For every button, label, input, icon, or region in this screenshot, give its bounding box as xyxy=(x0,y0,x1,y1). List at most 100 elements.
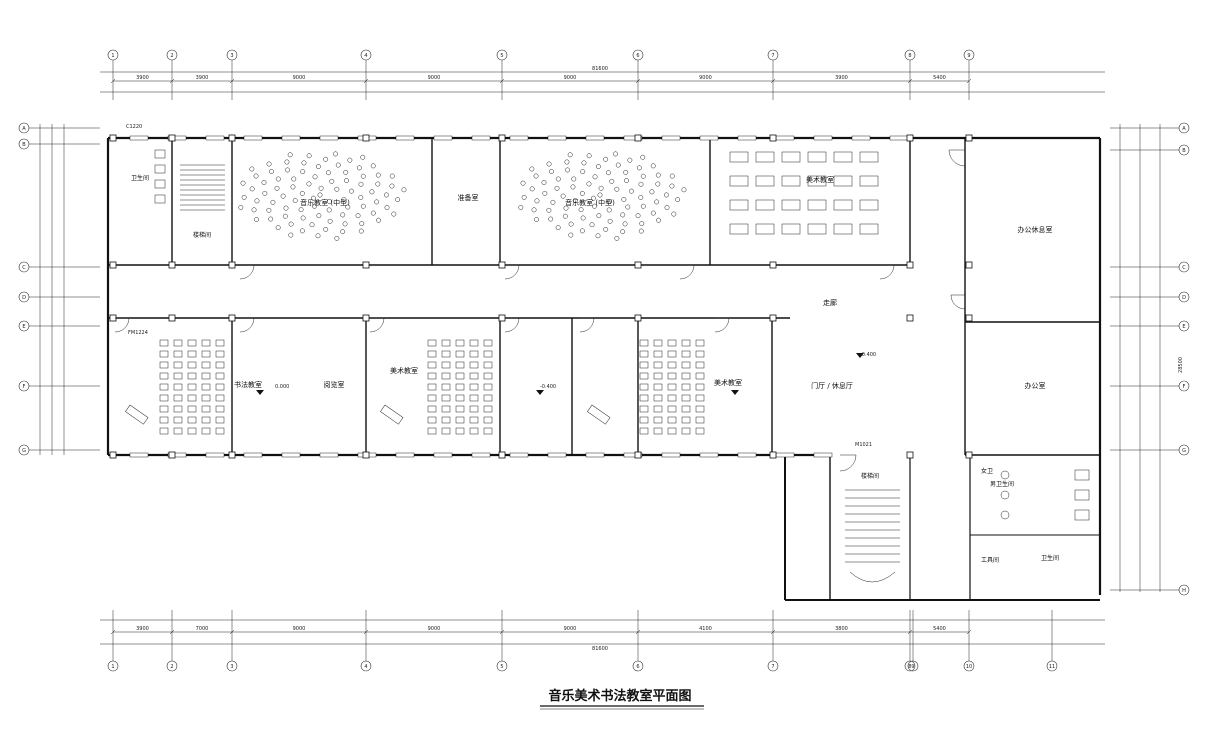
chair xyxy=(274,185,280,191)
desk xyxy=(681,372,691,380)
dim-top-text: 9000 xyxy=(699,75,712,81)
desk xyxy=(215,339,225,347)
chair xyxy=(595,164,601,170)
desk xyxy=(173,339,183,347)
desk xyxy=(483,427,493,435)
chair xyxy=(261,180,267,185)
window xyxy=(471,452,491,458)
window xyxy=(167,135,187,141)
column xyxy=(965,134,973,142)
overall-dim-right: 28500 xyxy=(1178,357,1184,373)
chair xyxy=(340,229,346,235)
desk xyxy=(469,427,479,435)
desk xyxy=(441,394,451,402)
chair xyxy=(606,170,611,176)
column xyxy=(228,314,236,322)
desk xyxy=(201,361,211,369)
desk xyxy=(483,405,493,413)
desk xyxy=(455,427,465,435)
chair xyxy=(571,176,577,182)
window xyxy=(319,135,339,141)
chair xyxy=(623,169,629,175)
desk xyxy=(173,350,183,358)
desk xyxy=(215,350,225,358)
chair xyxy=(625,204,631,210)
desk xyxy=(483,350,493,358)
chair xyxy=(389,183,395,189)
dim-top-tick xyxy=(499,78,505,84)
chair xyxy=(562,213,568,219)
dim-top-text: 3900 xyxy=(136,75,149,81)
window xyxy=(699,135,719,141)
desk xyxy=(187,361,197,369)
chair xyxy=(669,183,675,189)
desk xyxy=(653,427,663,435)
desk xyxy=(639,372,649,380)
window xyxy=(129,452,149,458)
chair xyxy=(344,178,349,184)
room-label-stair-w: 楼梯间 xyxy=(193,231,211,239)
desk xyxy=(427,416,437,424)
column xyxy=(498,261,506,269)
chair xyxy=(340,212,346,218)
chair xyxy=(300,215,306,221)
chair xyxy=(323,226,329,232)
chair xyxy=(266,207,272,213)
desk xyxy=(653,383,663,391)
axis-label-top: 8 xyxy=(908,53,911,59)
chair xyxy=(572,198,578,203)
axis-label-bottom: 9 xyxy=(911,664,914,670)
chair xyxy=(609,178,615,184)
chair xyxy=(270,199,276,205)
desk xyxy=(201,350,211,358)
desk xyxy=(681,361,691,369)
dim-top-text: 9000 xyxy=(564,75,577,81)
desk xyxy=(653,350,663,358)
desk xyxy=(173,383,183,391)
desk xyxy=(201,405,211,413)
window xyxy=(509,135,529,141)
dim-top-text: 9000 xyxy=(293,75,306,81)
toilet-stall xyxy=(154,179,166,189)
chair xyxy=(360,154,366,160)
chair xyxy=(309,222,315,228)
desk xyxy=(483,361,493,369)
chair xyxy=(370,163,376,169)
desk xyxy=(159,427,169,435)
dim-bottom-text: 7000 xyxy=(196,626,209,632)
desk xyxy=(469,383,479,391)
room-label-art2: 美术教室 xyxy=(714,378,742,387)
chair xyxy=(638,195,644,200)
chair xyxy=(548,169,554,174)
column xyxy=(109,134,117,142)
elevation-mark-2: 0.000 xyxy=(275,384,289,390)
chair xyxy=(596,213,602,219)
chair xyxy=(345,204,351,210)
window xyxy=(775,135,795,141)
elevation-mark-1: -0.400 xyxy=(860,352,876,358)
desk xyxy=(201,339,211,347)
column xyxy=(906,134,914,142)
room-label-corridor: 走廊 xyxy=(823,298,837,307)
window xyxy=(205,452,225,458)
chair xyxy=(671,211,677,217)
dim-bottom-text: 3800 xyxy=(835,626,848,632)
chair xyxy=(284,159,290,165)
desk xyxy=(859,223,879,235)
desk xyxy=(833,151,853,163)
desk xyxy=(639,383,649,391)
chair xyxy=(360,203,366,209)
chair xyxy=(253,173,259,179)
desk xyxy=(427,394,437,402)
desk xyxy=(667,383,677,391)
door-swing xyxy=(714,317,730,333)
desk xyxy=(441,416,451,424)
chair xyxy=(355,213,361,219)
room-label-prep1: 准备室 xyxy=(458,193,479,202)
desk xyxy=(781,199,801,211)
chair xyxy=(238,204,244,210)
room-label-toilet-m: 男卫生间 xyxy=(990,480,1014,488)
desk xyxy=(159,394,169,402)
